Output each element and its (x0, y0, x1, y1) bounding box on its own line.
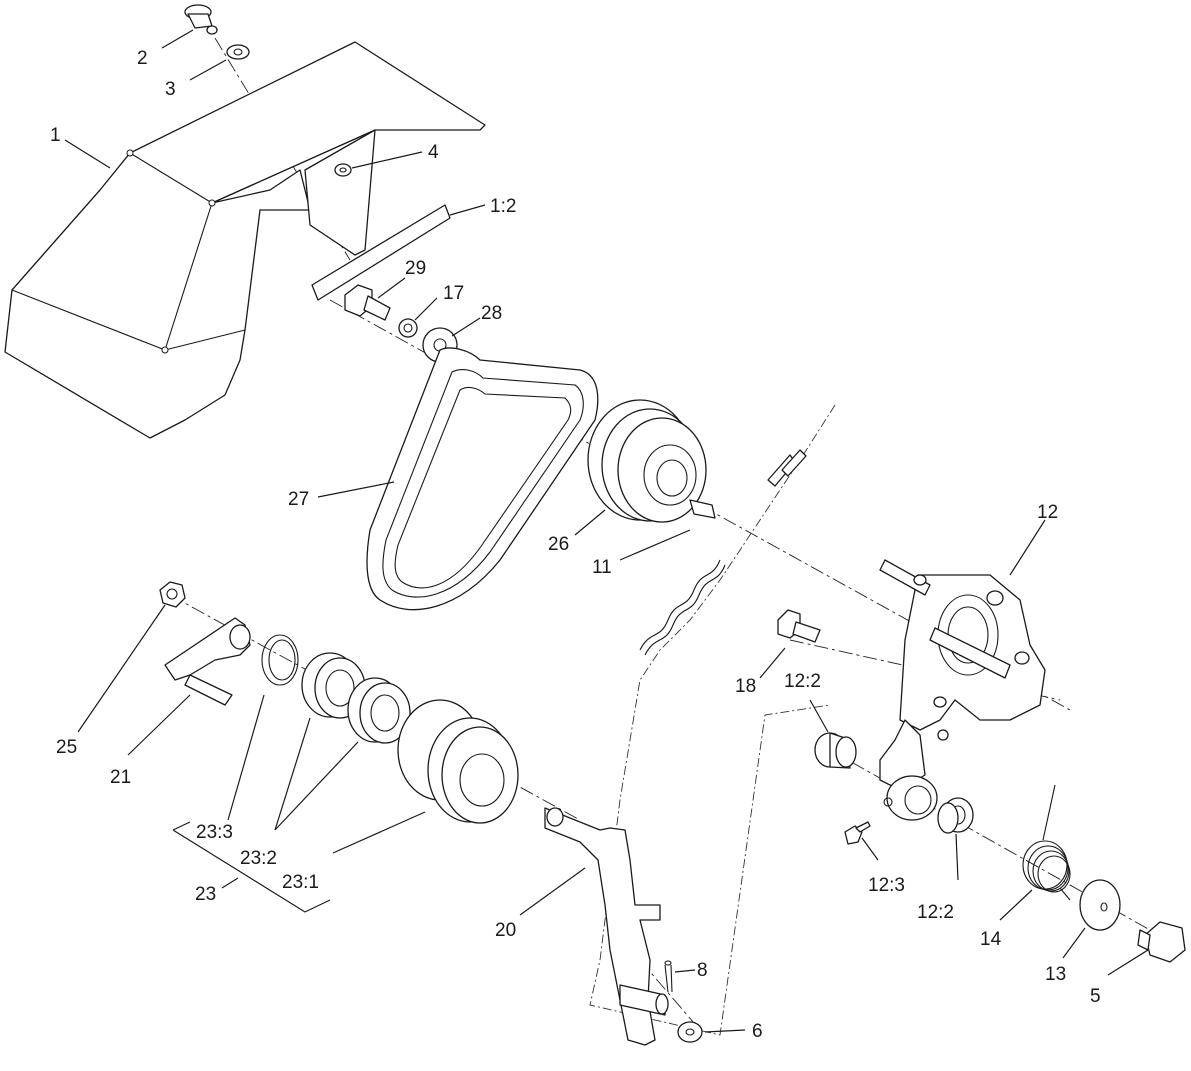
callout-labels: 1 2 3 4 1:2 29 17 28 27 26 11 12 18 12:2… (50, 48, 1101, 1042)
callout-28: 28 (481, 303, 502, 324)
callout-26: 26 (548, 534, 569, 555)
callout-23: 23 (195, 884, 216, 905)
callout-23-2: 23:2 (240, 848, 277, 869)
pivot-bolt (1137, 921, 1186, 963)
callout-12-3: 12:3 (868, 875, 905, 896)
callout-27: 27 (288, 489, 309, 510)
grommet (334, 163, 352, 177)
decal-plate (311, 204, 451, 301)
callout-3: 3 (165, 79, 176, 100)
callout-14: 14 (980, 929, 1002, 950)
callout-12-2-upper: 12:2 (784, 671, 821, 692)
callout-20: 20 (495, 920, 516, 941)
callout-4: 4 (428, 142, 439, 163)
idler-bracket (879, 559, 1046, 821)
callout-1: 1 (50, 125, 61, 146)
cotter-pin (664, 960, 673, 993)
drive-pulley (587, 399, 707, 523)
v-belt (366, 347, 599, 611)
callout-11: 11 (592, 557, 612, 578)
idler-pulley (397, 699, 519, 824)
callout-2: 2 (137, 48, 148, 69)
callout-17: 17 (443, 283, 464, 304)
idler-bolt (777, 609, 821, 643)
woodruff-key (689, 499, 716, 519)
cable-path (589, 404, 836, 1036)
lock-washer (398, 318, 418, 338)
callout-8: 8 (697, 960, 708, 981)
callout-23-1: 23:1 (282, 872, 319, 893)
idler-lever (544, 807, 669, 1046)
snap-ring (261, 634, 299, 686)
spring-washer (1079, 879, 1121, 931)
callout-29: 29 (405, 258, 426, 279)
bushing-lower (937, 797, 974, 834)
lever-washer (677, 1021, 703, 1043)
bushing-upper (814, 732, 857, 769)
callout-13: 13 (1045, 964, 1066, 985)
callout-25: 25 (56, 737, 77, 758)
callout-21: 21 (110, 767, 131, 788)
callout-12-2-lower: 12:2 (917, 902, 954, 923)
hex-bolt (344, 284, 391, 321)
top-screw (184, 4, 218, 35)
belt-guard-cover (4, 41, 486, 439)
callout-1-2: 1:2 (490, 196, 516, 217)
callout-18: 18 (735, 676, 756, 697)
bearing-two (347, 677, 411, 744)
callout-23-3: 23:3 (196, 822, 233, 843)
idler-nut (159, 581, 186, 608)
callout-12: 12 (1037, 502, 1058, 523)
top-washer (226, 44, 250, 60)
extension-spring (639, 449, 807, 656)
torsion-spring (1022, 784, 1071, 901)
callout-5: 5 (1090, 986, 1101, 1007)
leader-lines (64, 29, 1149, 1033)
callout-6: 6 (752, 1021, 763, 1042)
idler-arm (164, 617, 251, 706)
grease-fitting (844, 821, 871, 845)
